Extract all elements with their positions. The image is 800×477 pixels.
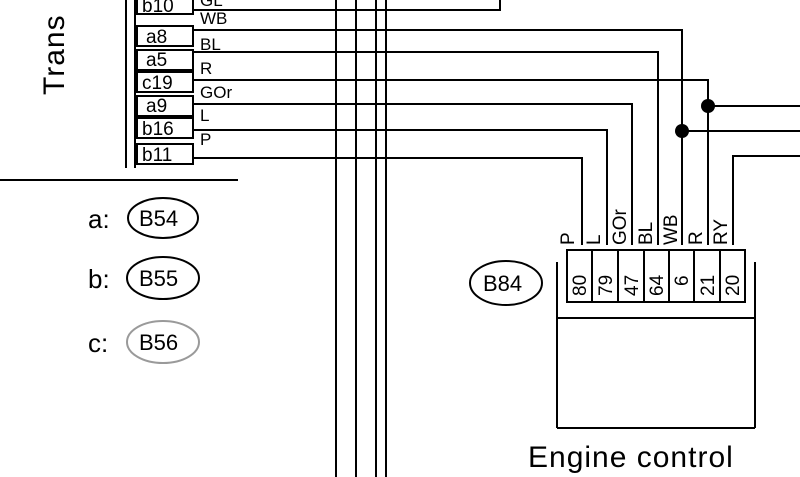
wire-label: R [200, 59, 212, 78]
engine-pin: 64 [647, 274, 668, 296]
pin-label: b16 [142, 119, 174, 140]
wire-label: BL [200, 35, 221, 54]
legend-letter: a: [88, 204, 110, 234]
connector-legend: a: B54 b: B55 c: B56 [88, 197, 200, 364]
pin-label: a9 [146, 96, 167, 117]
wire-label: GOr [200, 83, 232, 102]
engine-wire-label: R [686, 231, 707, 245]
engine-connector-id: B84 [483, 271, 522, 296]
trans-wire-labels: GL WB BL R GOr L P [200, 0, 232, 149]
engine-pin: 79 [596, 275, 617, 296]
legend-connector: B54 [139, 206, 178, 231]
engine-wire-label: GOr [610, 208, 631, 245]
legend-connector: B55 [139, 266, 178, 291]
wires [193, 0, 800, 477]
junction-dots [675, 99, 715, 138]
engine-pin: 21 [698, 275, 719, 296]
engine-wire-label: L [584, 234, 605, 245]
wire-gor [193, 103, 633, 245]
pin-label: c19 [142, 73, 173, 94]
engine-control-label: Engine control [528, 441, 734, 474]
wire-label: WB [200, 9, 227, 28]
trans-heading: Trans [38, 14, 71, 95]
engine-wire-label: RY [711, 219, 732, 245]
pin-label: b10 [142, 0, 174, 17]
engine-connector: B84 P L GOr BL WB R RY 80 79 47 64 6 21 … [469, 208, 756, 474]
engine-pin: 6 [672, 275, 693, 286]
wire-label: P [200, 130, 211, 149]
wire-gl [193, 0, 501, 11]
engine-pin: 80 [570, 275, 591, 296]
legend-connector: B56 [139, 330, 178, 355]
wire-label: GL [200, 0, 223, 10]
wire-r [193, 79, 709, 245]
wire-wb [193, 29, 683, 245]
wire-label: L [200, 106, 209, 125]
engine-pin: 20 [723, 275, 744, 296]
engine-pin: 47 [622, 275, 643, 296]
trans-pin-labels: b10 a8 a5 c19 a9 b16 b11 [142, 0, 174, 166]
engine-wire-label: WB [661, 214, 682, 245]
wire-bl [193, 51, 659, 245]
pin-label: b11 [142, 145, 172, 166]
wire-l [193, 129, 608, 245]
pin-label: a5 [146, 50, 167, 71]
engine-wire-label: BL [636, 222, 657, 245]
legend-letter: c: [88, 328, 108, 358]
pin-label: a8 [146, 27, 167, 48]
wire-ry [732, 155, 800, 245]
engine-wire-label: P [558, 232, 579, 245]
legend-letter: b: [88, 264, 110, 294]
trans-pin-boxes [136, 0, 194, 165]
trans-region [0, 0, 238, 181]
wire-p [193, 157, 583, 245]
